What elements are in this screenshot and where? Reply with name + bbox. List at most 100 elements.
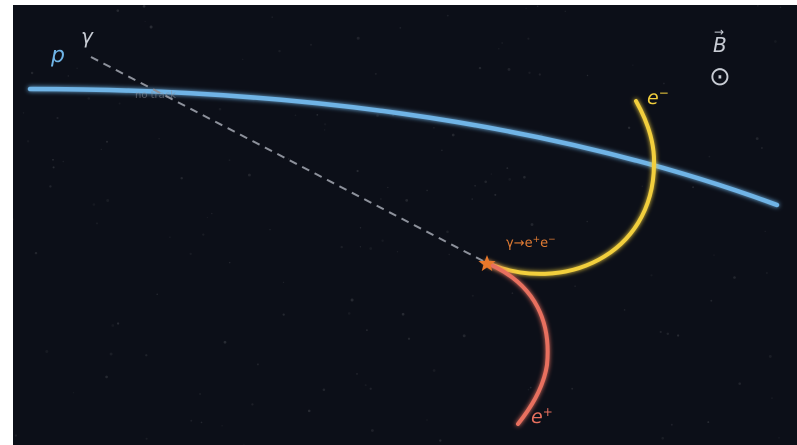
speckle	[324, 129, 326, 131]
speckle	[379, 198, 382, 200]
speckle	[269, 228, 271, 231]
electron-label: e−	[647, 86, 669, 109]
speckle	[708, 155, 711, 158]
speckle	[199, 392, 202, 396]
speckle	[92, 203, 96, 206]
speckle	[309, 43, 313, 46]
speckle	[116, 9, 120, 12]
speckle	[768, 354, 772, 358]
speckle	[156, 293, 159, 296]
speckle	[218, 107, 222, 111]
speckle	[448, 253, 450, 256]
speckle	[738, 382, 741, 385]
speckle	[446, 14, 449, 17]
speckle	[432, 126, 435, 129]
speckle	[206, 216, 209, 219]
speckle	[145, 354, 148, 357]
speckle	[169, 236, 171, 239]
speckle	[144, 20, 146, 23]
speckle	[766, 272, 768, 274]
speckle	[221, 425, 223, 427]
speckle	[56, 116, 59, 120]
star-icon	[478, 255, 496, 272]
speckle	[508, 178, 512, 181]
speckle	[145, 437, 148, 440]
speckle	[76, 67, 78, 70]
speckle	[369, 387, 372, 390]
speckle	[439, 439, 442, 442]
speckle	[307, 409, 311, 413]
speckle	[356, 36, 360, 40]
speckle	[401, 312, 405, 316]
speckle	[200, 421, 203, 424]
speckle	[507, 67, 511, 71]
speckle	[661, 436, 664, 440]
speckle	[347, 312, 351, 315]
speckle	[111, 324, 115, 327]
photon-label: γ	[81, 24, 94, 48]
speckle	[22, 112, 25, 114]
speckle	[381, 239, 384, 242]
pair-production-label: γ→e+e−	[506, 235, 556, 251]
speckle	[190, 419, 193, 422]
speckle	[441, 149, 443, 152]
speckle	[14, 434, 18, 437]
diagram-canvas: p γ no track B → ⊙ e− e+ γ→e+e−	[13, 5, 797, 445]
speckle	[670, 423, 673, 426]
speckle	[149, 25, 153, 29]
speckle	[511, 292, 514, 294]
speckle	[641, 185, 643, 187]
speckle	[189, 252, 192, 256]
speckle	[536, 5, 539, 8]
proton-label: p	[50, 43, 65, 68]
speckle	[359, 246, 362, 248]
speckle	[355, 372, 359, 375]
speckle	[760, 147, 763, 149]
speckle	[158, 138, 160, 140]
speckle	[356, 169, 359, 173]
speckle	[323, 123, 327, 126]
speckle	[710, 299, 713, 302]
no-track-note: no track	[135, 90, 176, 101]
speckle	[779, 6, 782, 8]
speckle	[387, 186, 389, 189]
positron-label: e+	[531, 405, 553, 428]
speckle	[359, 227, 362, 229]
speckle	[627, 126, 631, 129]
speckle	[484, 180, 487, 184]
bubble-chamber-diagram: p γ no track B → ⊙ e− e+ γ→e+e−	[13, 5, 782, 445]
speckle	[142, 5, 146, 8]
speckle	[202, 233, 205, 236]
speckle	[72, 392, 75, 394]
speckle	[223, 340, 227, 344]
speckle	[118, 102, 121, 105]
field-vector-arrow: →	[714, 25, 724, 39]
speckle	[528, 71, 531, 75]
speckle	[650, 274, 653, 277]
speckle	[501, 42, 504, 44]
speckle	[778, 436, 780, 439]
speckle	[659, 330, 662, 334]
speckle	[707, 421, 710, 424]
speckle	[530, 223, 534, 226]
speckle	[490, 173, 493, 175]
speckle	[116, 322, 120, 325]
speckle	[407, 337, 411, 340]
speckle	[278, 49, 281, 53]
speckle	[288, 158, 290, 160]
speckle	[322, 388, 326, 391]
speckle	[374, 72, 377, 75]
speckle	[662, 82, 665, 85]
speckle	[87, 97, 91, 100]
speckle	[228, 159, 231, 162]
speckle	[432, 369, 436, 372]
speckle	[426, 189, 428, 192]
field-vector-label: B	[713, 33, 727, 57]
speckle	[106, 140, 108, 143]
speckle	[52, 158, 54, 161]
speckle	[211, 212, 213, 215]
proton-track	[27, 86, 780, 208]
speckle	[471, 294, 474, 297]
speckle	[405, 199, 409, 202]
speckle	[574, 285, 576, 288]
